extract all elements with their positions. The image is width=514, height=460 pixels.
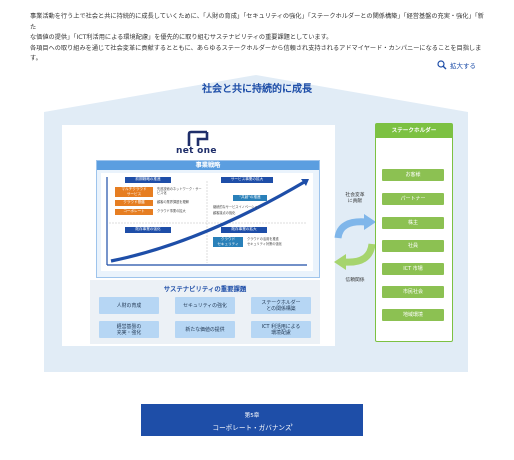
quad-bl-label: 既存事業の強化	[125, 227, 171, 233]
chip-cloud-base: クラウド基盤	[115, 200, 153, 206]
stakeholders-panel: ステークホルダー お客様 パートナー 株主 社員 ICT 市場 市民社会 地域環…	[375, 123, 453, 342]
chip-cloud-security: クラウド セキュリティ	[213, 237, 243, 247]
intro-line-3: 各項目への取り組みを通じて社会変革に貢献するとともに、あらゆるステークホルダーか…	[30, 44, 482, 63]
intro-line-1: 事業活動を行う上で社会と共に持続的に成長していくために、「人財の育成」「セキュリ…	[30, 13, 484, 31]
strategy-title: 事業戦略	[97, 161, 319, 170]
issue-item: セキュリティの強化	[175, 297, 235, 314]
chip-multicloud: マルチクラウド サービス	[115, 187, 153, 197]
stakeholder-item: 社員	[382, 240, 444, 252]
netone-logo-icon	[187, 130, 209, 146]
tl-text-2: 顧客の業界課題を理解	[157, 200, 189, 204]
quad-tr-label: サービス事業の拡大	[221, 177, 273, 183]
quad-tl-label: 前期戦略の推進	[125, 177, 171, 183]
strategy-plot: 前期戦略の推進 サービス事業の拡大 既存事業の強化 既存事業の拡大 マルチクラウ…	[101, 173, 313, 271]
issue-item: 新たな価値の提供	[175, 321, 235, 338]
figure-title: 社会と共に持続的に成長	[202, 84, 312, 95]
br-text-2: セキュリティ対策の強化	[247, 242, 282, 246]
chevron-right-icon: ›	[290, 421, 293, 429]
next-chapter-button[interactable]: 第5章 コーポレート・ガバナンス ›	[141, 404, 363, 436]
sustainability-issues-panel: サステナビリティの重要課題 人財の育成 セキュリティの強化 ステークホルダー と…	[90, 280, 320, 344]
zoom-icon	[437, 60, 447, 70]
business-strategy-panel: 事業戦略 前期戦略の推進 サービス事業の拡大 既存事業の強化 既存事業の拡大 マ…	[96, 160, 320, 278]
contribution-label: 社会変革 に貢献	[345, 193, 365, 205]
stakeholder-item: 株主	[382, 217, 444, 229]
tr-text-1: 継続的なサービスイノベーション	[213, 205, 261, 209]
br-text-1: クラウドの活用を推進	[247, 237, 279, 241]
chip-cocreation: "共創"の推進	[233, 195, 267, 201]
issue-item: ステークホルダー との関係構築	[251, 297, 311, 314]
issue-item: 人財の育成	[99, 297, 159, 314]
intro-line-2: な価値の提供」「ICT利活用による環境配慮」を優先的に取り組むサステナビリティの…	[30, 34, 333, 41]
quad-br-label: 既存事業の拡大	[221, 227, 267, 233]
issue-item: ICT 利活用による 環境配慮	[251, 321, 311, 338]
chip-corporate: コーポレート	[115, 209, 153, 215]
stakeholder-item: ICT 市場	[382, 263, 444, 275]
tl-text-3: クラウド事業の拡大	[157, 209, 186, 213]
issues-title: サステナビリティの重要課題	[163, 285, 247, 293]
stakeholder-item: パートナー	[382, 193, 444, 205]
enlarge-link[interactable]: 拡大する	[437, 60, 476, 70]
tl-text-1: 先進技術のネットワーク・サービス化	[157, 187, 202, 196]
enlarge-label: 拡大する	[450, 62, 476, 70]
strategy-axes	[106, 177, 309, 266]
chapter-number: 第5章	[244, 413, 260, 419]
stakeholders-title: ステークホルダー	[376, 124, 452, 138]
trust-label: 信頼関係	[345, 278, 365, 283]
stakeholder-item: お客様	[382, 169, 444, 181]
chapter-name: コーポレート・ガバナンス	[212, 424, 292, 432]
stakeholder-item: 市民社会	[382, 286, 444, 298]
cycle-arrows-icon	[334, 214, 376, 270]
logo-text: net one	[176, 146, 217, 156]
issue-item: 経営基盤の 充実・強化	[99, 321, 159, 338]
stakeholder-item: 地域環境	[382, 309, 444, 321]
intro-text: 事業活動を行う上で社会と共に持続的に成長していくために、「人財の育成」「セキュリ…	[30, 12, 490, 65]
tr-text-2: 顧客接点の強化	[213, 211, 236, 215]
